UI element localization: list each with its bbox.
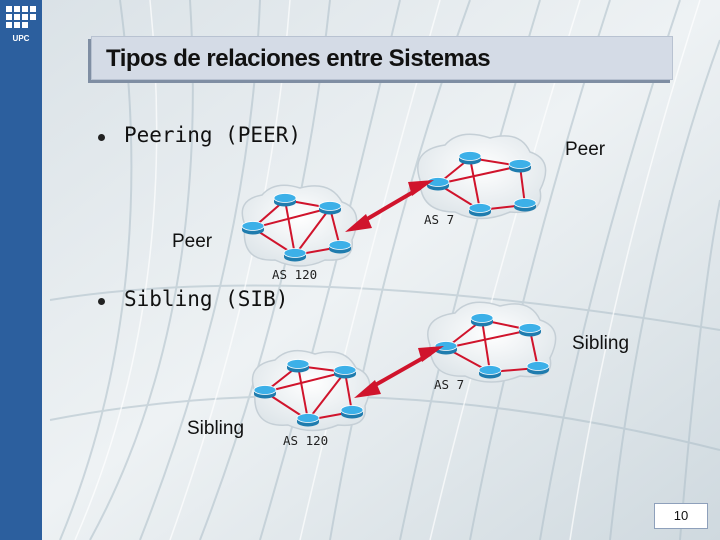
svg-text:UPC: UPC <box>13 34 30 43</box>
bullet-sibling: Sibling (SIB) <box>124 287 289 311</box>
bullet-marker <box>98 298 105 305</box>
slide-title: Tipos de relaciones entre Sistemas <box>106 45 491 72</box>
sibling-label-right: Sibling <box>572 333 630 354</box>
cloud-as120-sibling <box>251 349 371 432</box>
peer-label-right: Peer <box>565 139 606 160</box>
sibling-as-right: AS 7 <box>434 377 465 392</box>
peer-link-arrow <box>345 180 434 232</box>
cloud-as7-peer <box>417 133 547 220</box>
bullet-marker <box>98 134 105 141</box>
sibling-link-arrow <box>354 346 444 398</box>
page-number: 10 <box>654 503 708 529</box>
sidebar: UPC <box>0 0 42 540</box>
cloud-as7-sibling <box>427 301 557 383</box>
upc-logo: UPC <box>6 6 36 43</box>
bullet-peering: Peering (PEER) <box>124 123 302 147</box>
peer-label-left: Peer <box>172 231 213 252</box>
sibling-label-left: Sibling <box>187 418 245 439</box>
cloud-as120-peer <box>241 184 358 267</box>
title-bar: Tipos de relaciones entre Sistemas <box>91 36 673 80</box>
peer-as-left: AS 120 <box>272 267 318 282</box>
peer-as-right: AS 7 <box>424 212 455 227</box>
sibling-as-left: AS 120 <box>283 433 329 448</box>
